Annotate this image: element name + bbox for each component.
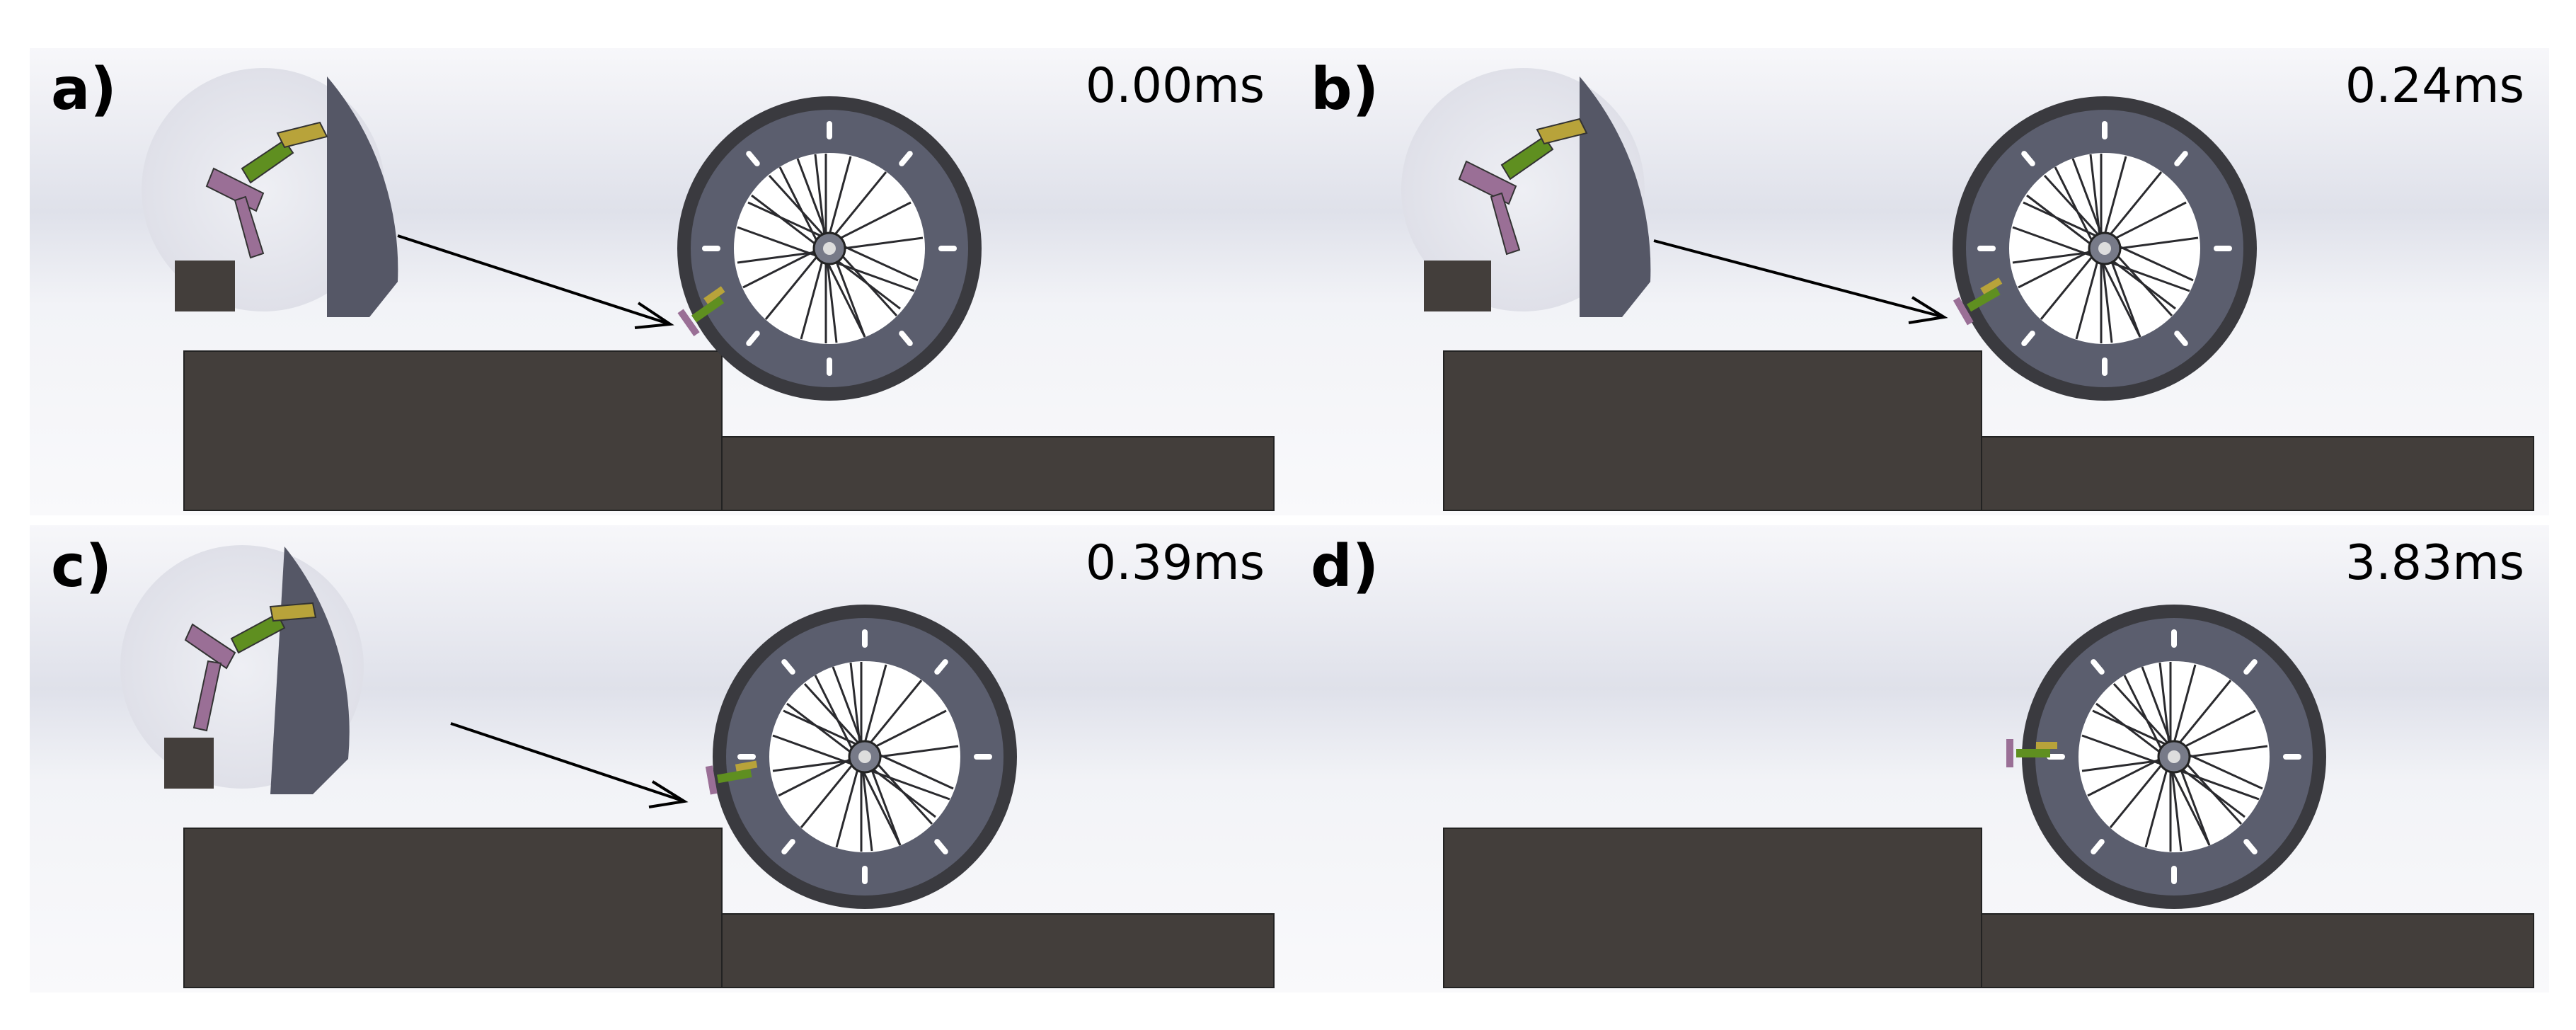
panel-label: b) [1311,56,1379,123]
wheel [677,96,982,401]
rim-slots [702,121,957,376]
time-label: 0.24ms [2345,58,2524,114]
callout-arrow [1653,239,1948,324]
mechanism-zoomed [1458,118,1588,256]
panel-c: c) 0.39ms [30,525,1289,992]
panel-label: d) [1311,533,1379,600]
panel-d-drawing [1289,525,2549,992]
upper-step [1443,828,1982,988]
panel-a: a) 0.00ms [30,48,1289,515]
upper-step [183,828,723,988]
lower-ground [721,436,1275,511]
rim-slots [2047,629,2301,884]
time-label: 0.39ms [1085,535,1265,591]
hub-axle [858,750,871,763]
time-label: 0.00ms [1085,58,1265,114]
panel-b-drawing [1289,48,2549,515]
hub-axle [2168,750,2180,763]
mechanism [1953,277,2003,326]
upper-step [183,350,723,511]
rim-slots [737,629,992,884]
wheel [705,605,1017,909]
wheel [1953,96,2257,401]
zoom-inset [1401,68,1651,317]
lower-ground [1981,436,2534,511]
mechanism [677,286,725,337]
upper-step [1443,350,1982,511]
callout-arrow [450,722,689,808]
mechanism-zoomed [184,602,317,732]
lower-ground [1981,913,2534,988]
time-label: 3.83ms [2345,535,2524,591]
panel-label: a) [51,56,117,123]
wheel [2006,605,2326,909]
hub-axle [823,242,836,255]
hub-axle [2098,242,2111,255]
lower-ground [721,913,1275,988]
callout-arrow [397,234,674,329]
panel-label: c) [51,533,113,600]
mechanism-zoomed [205,121,328,259]
panel-a-drawing [30,48,1289,515]
zoom-inset [120,545,364,794]
mechanism [2006,739,2057,767]
panel-b: b) 0.24ms [1289,48,2549,515]
panel-d: d) 3.83ms [1289,525,2549,992]
panel-c-drawing [30,525,1289,992]
rim-slots [1977,121,2232,376]
zoom-inset [142,68,398,317]
mechanism [705,760,758,795]
